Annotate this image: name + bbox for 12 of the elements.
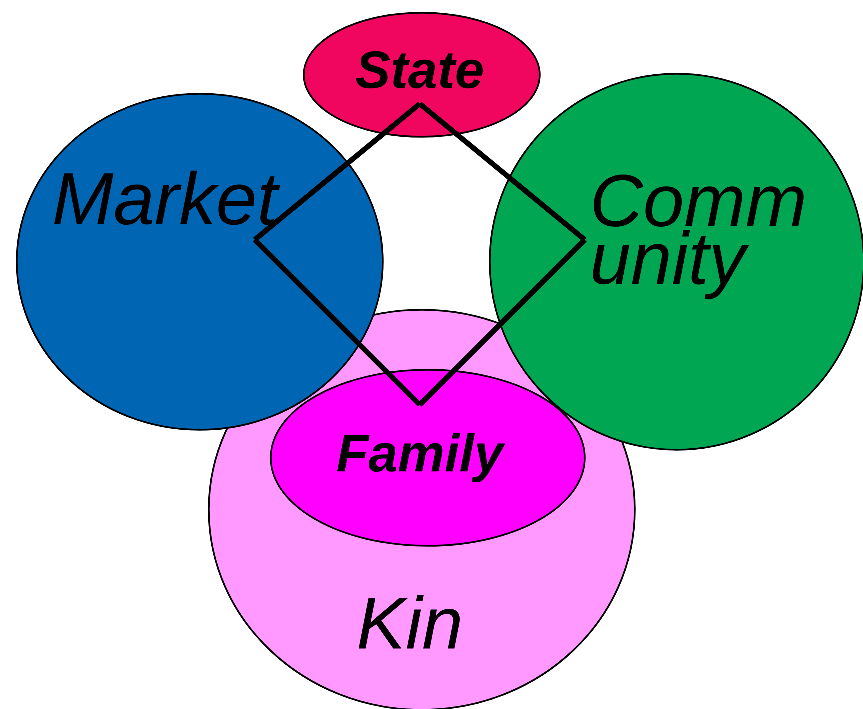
line — [418, 102, 587, 242]
node-label: State — [356, 51, 483, 89]
ellipse — [16, 93, 384, 431]
node-label: Kin — [358, 595, 460, 649]
ellipse — [303, 12, 541, 138]
line — [253, 238, 422, 407]
node-label: Market — [54, 170, 280, 226]
ellipse — [270, 369, 586, 547]
line — [253, 102, 422, 242]
node-label: Comm unity — [593, 174, 804, 300]
node-label: Family — [337, 433, 506, 483]
line — [418, 238, 587, 407]
